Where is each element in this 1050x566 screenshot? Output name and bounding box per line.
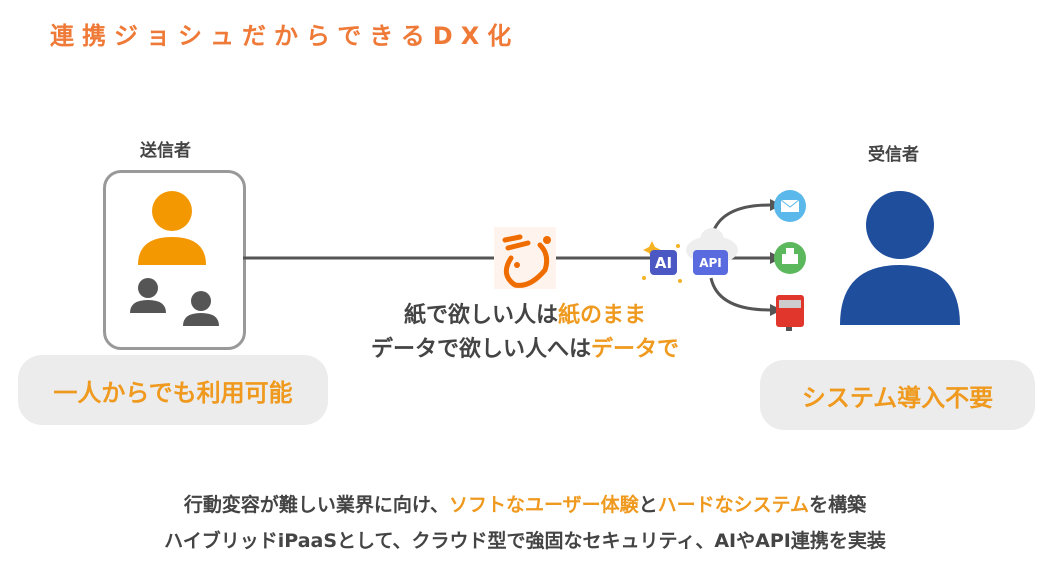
text: 紙で欲しい人は bbox=[403, 303, 558, 328]
ai-badge: AI bbox=[650, 250, 677, 275]
arrow-mail bbox=[712, 203, 771, 231]
highlight: データで bbox=[591, 337, 680, 362]
sender-pill: 一人からでも利用可能 bbox=[18, 355, 328, 425]
middle-line-1: 紙で欲しい人は紙のまま bbox=[275, 297, 775, 329]
sender-box bbox=[103, 170, 246, 350]
mascot-icon bbox=[494, 227, 556, 289]
middle-line-2: データで欲しい人へはデータで bbox=[275, 331, 775, 363]
highlight: ハードなシステム bbox=[657, 494, 810, 516]
sender-label: 送信者 bbox=[140, 141, 191, 161]
sender-people-icon bbox=[130, 191, 219, 326]
fax-icon bbox=[774, 242, 806, 274]
page-title: 連携ジョシュだからできるDX化 bbox=[50, 22, 520, 50]
text: と bbox=[638, 494, 658, 516]
arrow-post bbox=[709, 277, 771, 312]
receiver-pill: システム導入不要 bbox=[760, 360, 1035, 430]
receiver-label: 受信者 bbox=[868, 145, 919, 165]
mail-icon bbox=[774, 190, 806, 222]
api-badge: API bbox=[693, 250, 728, 275]
highlight: 紙のまま bbox=[558, 303, 647, 328]
highlight: ソフトなユーザー体験 bbox=[448, 494, 639, 516]
bottom-line-1: 行動変容が難しい業界に向け、ソフトなユーザー体験とハードなシステムを構築 bbox=[0, 490, 1050, 517]
receiver-person-icon bbox=[840, 191, 960, 325]
text: 行動変容が難しい業界に向け、 bbox=[183, 494, 449, 516]
postbox-icon bbox=[776, 295, 804, 331]
bottom-line-2: ハイブリッドiPaaSとして、クラウド型で強固なセキュリティ、AIやAPI連携を… bbox=[164, 530, 886, 552]
text: を構築 bbox=[809, 494, 867, 516]
text: データで欲しい人へは bbox=[370, 337, 591, 362]
